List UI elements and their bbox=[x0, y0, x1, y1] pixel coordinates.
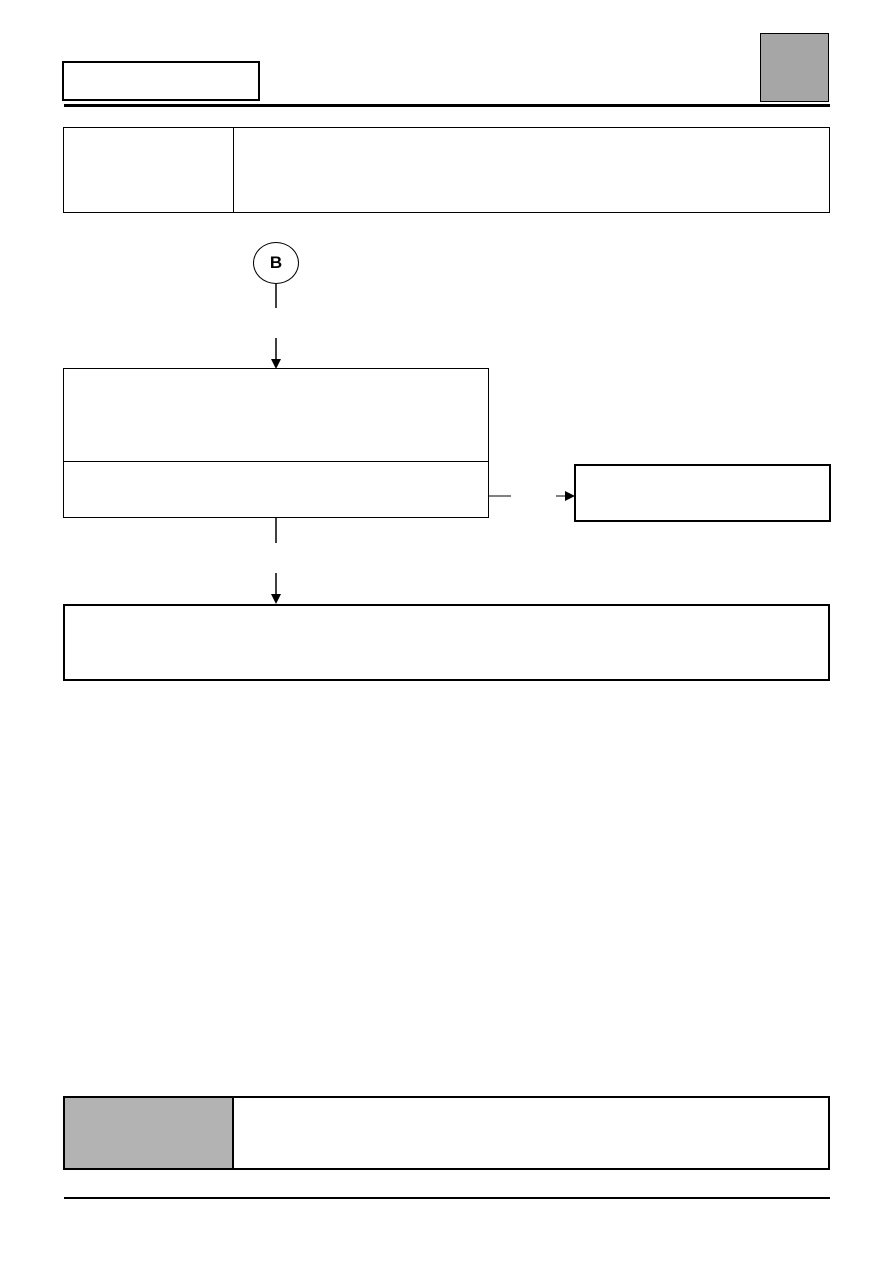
header-label-box bbox=[62, 61, 260, 101]
note-table-shaded-cell bbox=[65, 1098, 234, 1168]
header-rule bbox=[64, 104, 830, 107]
connector-label: B bbox=[269, 253, 283, 272]
note-table bbox=[63, 1096, 830, 1170]
arrow-to-test-head bbox=[271, 359, 281, 369]
test-box-divider bbox=[64, 461, 488, 462]
side-result-box bbox=[574, 464, 831, 522]
final-step-box bbox=[63, 604, 830, 681]
footer-rule bbox=[64, 1197, 830, 1199]
info-table bbox=[63, 127, 830, 213]
arrow-to-side-head bbox=[565, 491, 575, 501]
arrow-to-wide-head bbox=[271, 594, 281, 604]
info-table-divider bbox=[233, 128, 234, 212]
section-tab-marker bbox=[760, 33, 829, 102]
test-box bbox=[63, 368, 489, 518]
connector-b: B bbox=[253, 242, 299, 284]
